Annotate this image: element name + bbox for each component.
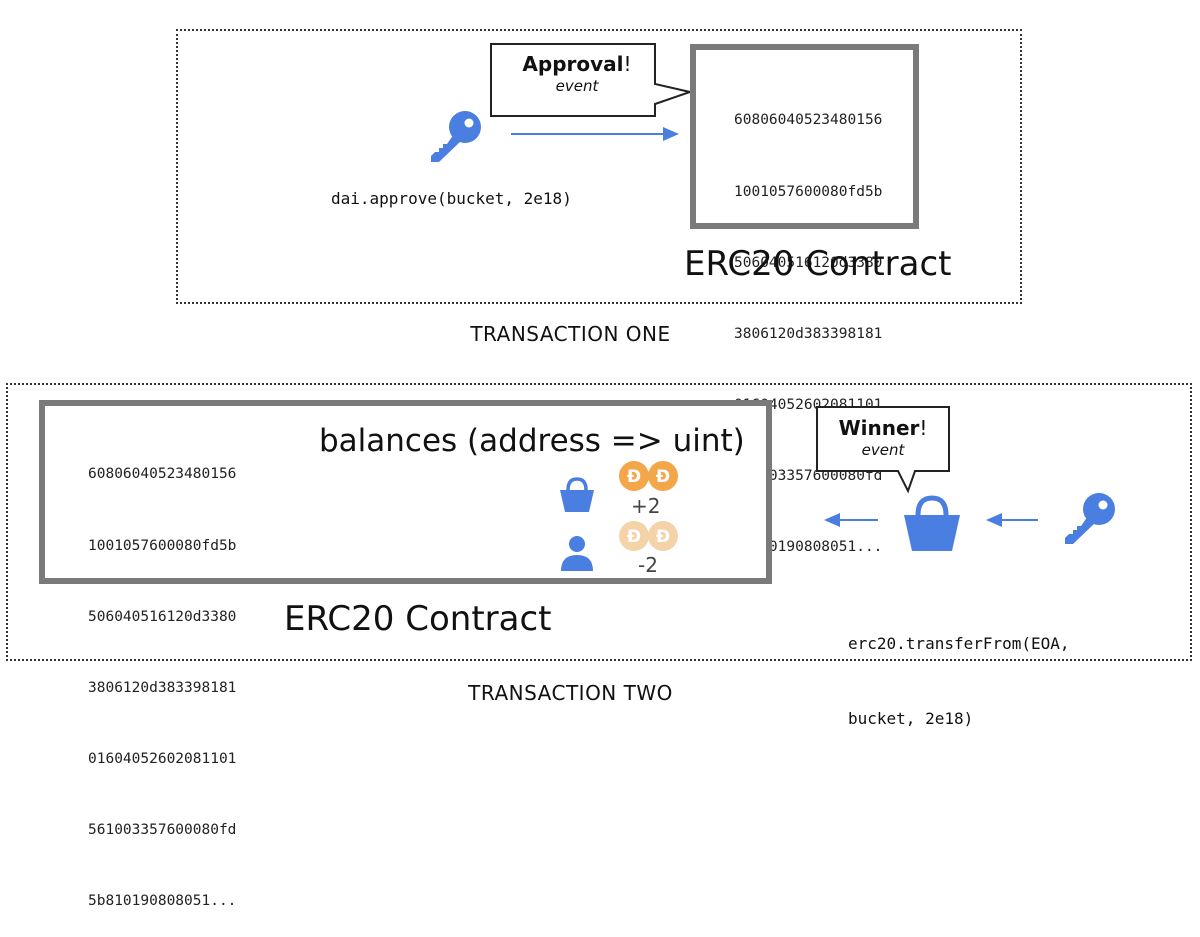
winner-speech-bubble — [816, 406, 950, 494]
bucket-icon — [560, 477, 594, 512]
erc20-contract-box-one — [690, 44, 919, 229]
key-icon — [1065, 493, 1115, 544]
contract-two-bytecode: 60806040523480156 1001057600080fd5b 5060… — [88, 466, 237, 910]
transfer-from-call: erc20.transferFrom(EOA, bucket, 2e18) — [848, 634, 1070, 728]
arrow-right-icon — [511, 127, 679, 141]
approval-event-subtitle: event — [555, 77, 599, 95]
bucket-icon-large — [904, 495, 960, 551]
balances-mapping-label: balances (address => uint) — [319, 423, 745, 459]
winner-event-subtitle: event — [861, 441, 905, 459]
arrow-left-icon — [824, 513, 878, 527]
contract-one-title: ERC20 Contract — [684, 244, 952, 284]
winner-event-label: Winner! event — [817, 416, 949, 459]
svg-text:Đ: Đ — [627, 467, 641, 487]
key-icon — [431, 111, 481, 162]
svg-text:Đ: Đ — [627, 527, 641, 547]
user-balance-delta: -2 — [638, 553, 658, 577]
transaction-two-frame — [6, 383, 1192, 661]
approval-event-label: Approval! event — [492, 52, 662, 95]
svg-text:Đ: Đ — [656, 467, 670, 487]
approval-speech-bubble — [490, 43, 694, 117]
approval-event-title: Approval — [522, 52, 624, 76]
contract-two-title: ERC20 Contract — [284, 599, 552, 639]
transaction-one-frame — [176, 29, 1022, 304]
winner-event-title: Winner — [838, 416, 920, 440]
approve-call: dai.approve(bucket, 2e18) — [331, 189, 572, 208]
transaction-two-label: TRANSACTION TWO — [468, 681, 673, 705]
coin-icon: Đ Đ — [619, 461, 678, 491]
arrow-left-icon — [986, 513, 1038, 527]
transaction-one-label: TRANSACTION ONE — [470, 322, 671, 346]
erc20-contract-box-two — [39, 400, 772, 584]
bucket-balance-delta: +2 — [631, 494, 661, 518]
coin-icon-faded: Đ Đ — [619, 521, 678, 551]
svg-text:Đ: Đ — [656, 527, 670, 547]
user-icon — [561, 536, 593, 571]
